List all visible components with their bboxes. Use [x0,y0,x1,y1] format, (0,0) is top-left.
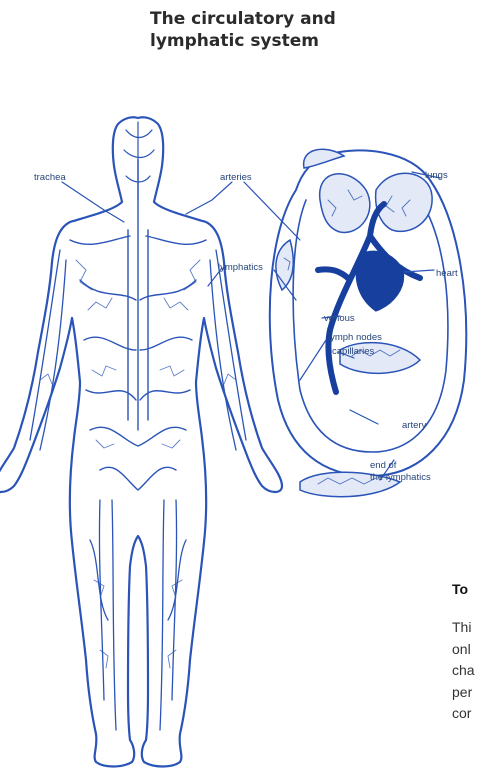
label-lungs: lungs [425,170,448,181]
side-line: per [452,682,482,704]
human-body-figure [0,117,282,766]
label-lymph-nodes: lymph nodes [328,332,382,343]
leader-nodes [300,340,326,380]
label-arteries: arteries [220,172,252,183]
side-paragraph: Thi onl cha per cor [452,617,482,725]
side-line: Thi [452,617,482,639]
label-lymphatics: lymphatics [218,262,263,273]
label-heart: heart [436,268,458,279]
circulation-schematic [270,149,466,496]
side-line: cha [452,660,482,682]
lung-lobes [304,149,433,232]
side-heading: To [452,581,468,597]
head-vessels [124,122,154,200]
label-capillaries: capillaries [332,346,374,357]
label-trachea: trachea [34,172,66,183]
side-line: onl [452,639,482,661]
label-artery: artery [402,420,427,431]
leader-arteries [186,182,232,214]
label-venous: venous [324,313,355,324]
trunk-vessels [70,160,206,490]
leader-arteries-2 [244,182,300,240]
label-end-of: end of [370,460,397,471]
heart-body [357,252,403,310]
side-line: cor [452,703,482,725]
label-the-lymphatics: the lymphatics [370,472,431,483]
leader-artery [350,410,378,424]
